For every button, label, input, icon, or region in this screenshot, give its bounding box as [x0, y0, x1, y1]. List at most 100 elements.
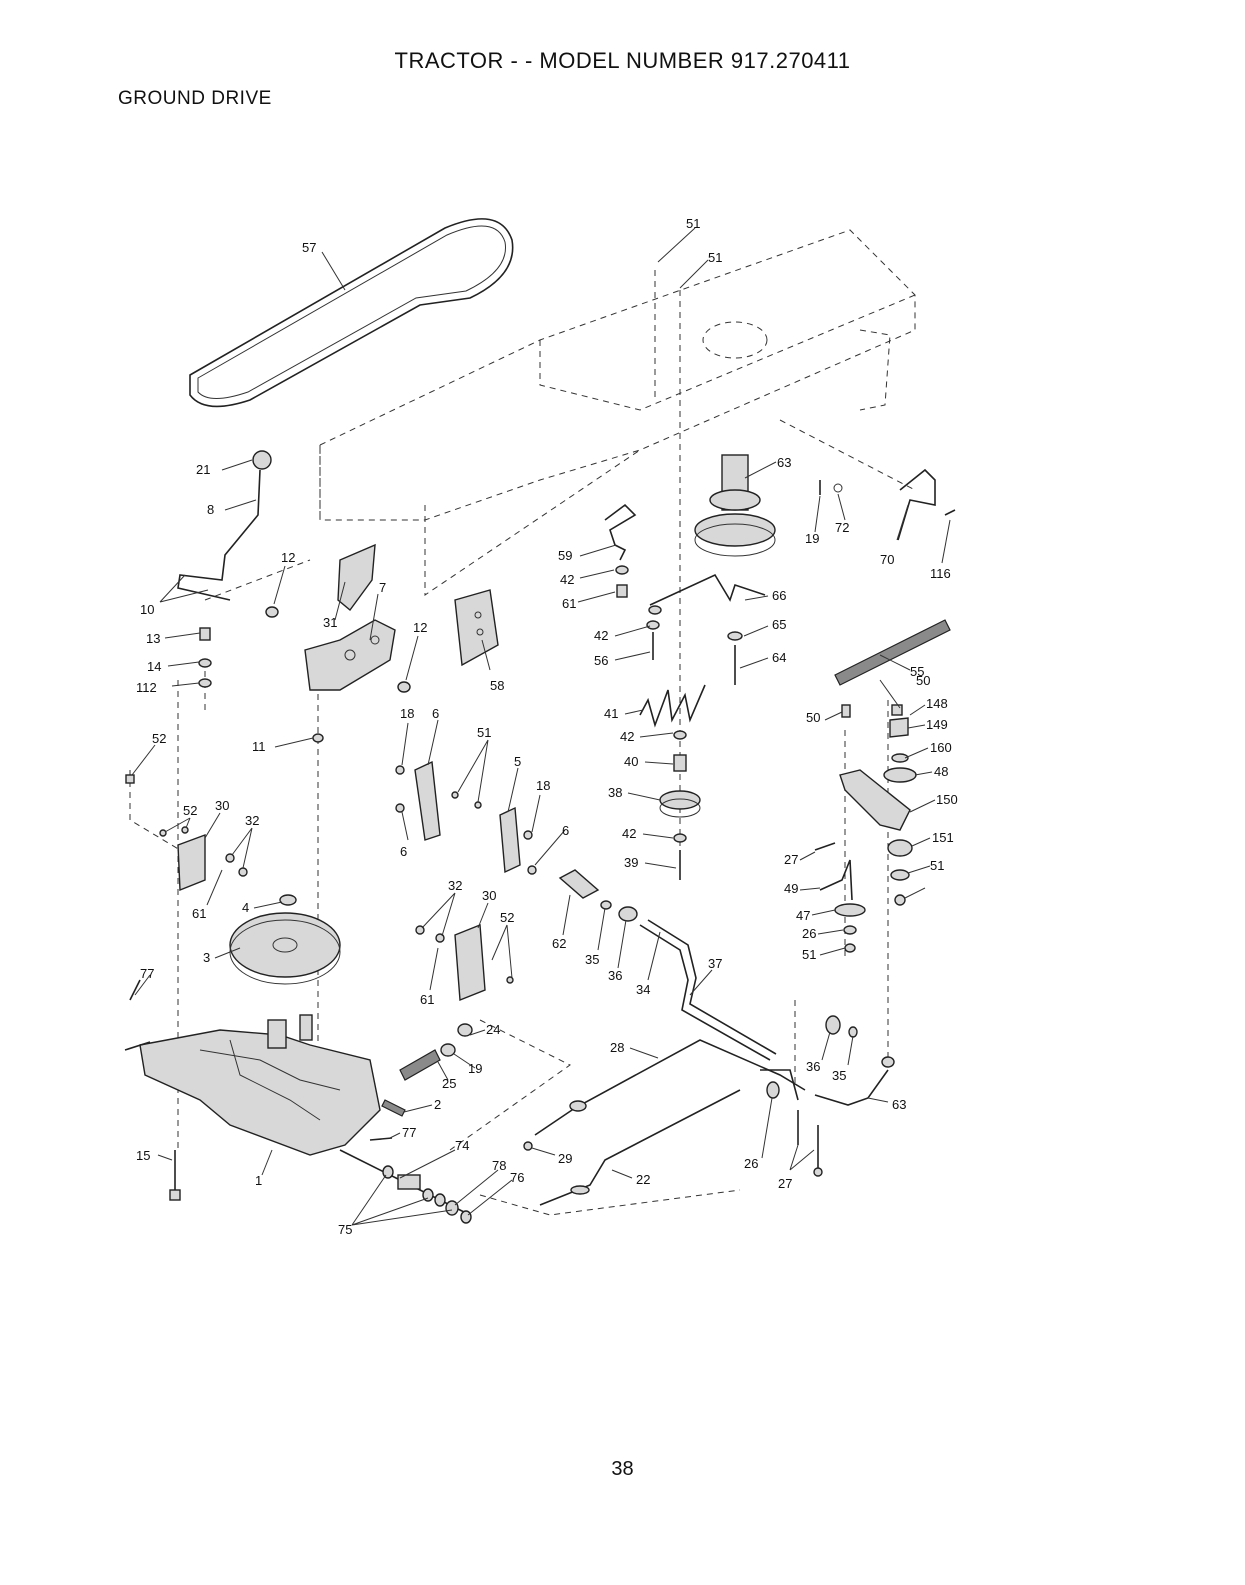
callout: 7 [379, 580, 386, 595]
callout: 36 [608, 968, 622, 983]
callout: 18 [400, 706, 414, 721]
callout: 22 [636, 1172, 650, 1187]
callout: 11 [252, 739, 266, 754]
washers-left [198, 606, 411, 743]
callout: 51 [802, 947, 816, 962]
callout: 61 [562, 596, 576, 611]
callout: 64 [772, 650, 786, 665]
callout: 150 [936, 792, 958, 807]
callout: 61 [192, 906, 206, 921]
callout: 56 [594, 653, 608, 668]
callout: 25 [442, 1076, 456, 1091]
callout: 52 [183, 803, 197, 818]
callout: 26 [802, 926, 816, 941]
callout: 6 [432, 706, 439, 721]
callout: 51 [708, 250, 722, 265]
callout: 78 [492, 1158, 506, 1173]
callout: 47 [796, 908, 810, 923]
callout: 6 [562, 823, 569, 838]
callout: 36 [806, 1059, 820, 1074]
callout: 40 [624, 754, 638, 769]
callout: 49 [784, 881, 798, 896]
callout: 63 [892, 1097, 906, 1112]
callout: 55 [910, 664, 924, 679]
callout: 5 [514, 754, 521, 769]
callout: 62 [552, 936, 566, 951]
center-stack [639, 684, 706, 880]
callout-labels: 57 51 51 21 8 12 10 13 14 112 31 7 12 58… [136, 216, 958, 1237]
callout: 32 [245, 813, 259, 828]
callout: 39 [624, 855, 638, 870]
callout: 51 [686, 216, 700, 231]
callout: 10 [140, 602, 154, 617]
callout: 57 [302, 240, 316, 255]
tractor-frame [319, 229, 916, 596]
transaxle-pulley [229, 894, 341, 985]
callout: 116 [930, 566, 951, 581]
callout: 42 [594, 628, 608, 643]
callout: 35 [832, 1068, 846, 1083]
callout: 37 [708, 956, 722, 971]
callout: 12 [413, 620, 427, 635]
callout: 151 [932, 830, 954, 845]
callout: 50 [806, 710, 820, 725]
callout: 13 [146, 631, 160, 646]
callout: 19 [805, 531, 819, 546]
callout: 41 [604, 706, 618, 721]
callout: 50 [916, 673, 930, 688]
callout: 1 [255, 1173, 262, 1188]
callout: 19 [468, 1061, 482, 1076]
callout: 112 [136, 680, 157, 695]
callout: 66 [772, 588, 786, 603]
brackets-upper [304, 543, 499, 691]
callout: 75 [338, 1222, 352, 1237]
callout: 30 [482, 888, 496, 903]
transaxle [124, 1014, 471, 1216]
callout: 4 [242, 900, 249, 915]
callout: 31 [323, 615, 337, 630]
callout: 77 [140, 966, 154, 981]
drive-rod [558, 869, 777, 1061]
guide-lines [129, 270, 889, 1216]
callout: 148 [926, 696, 948, 711]
callout: 51 [477, 725, 491, 740]
callout: 38 [608, 785, 622, 800]
callout: 34 [636, 982, 650, 997]
callout: 74 [455, 1138, 469, 1153]
callout: 28 [610, 1040, 624, 1055]
callout: 15 [136, 1148, 150, 1163]
callout: 27 [778, 1176, 792, 1191]
spindle-pulley [648, 454, 776, 685]
callout: 27 [784, 852, 798, 867]
callout: 70 [880, 552, 894, 567]
pivot-arm-right [814, 704, 917, 953]
callout: 52 [152, 731, 166, 746]
callout: 48 [934, 764, 948, 779]
callout: 18 [536, 778, 550, 793]
callout: 58 [490, 678, 504, 693]
callout: 32 [448, 878, 462, 893]
callout: 24 [486, 1022, 500, 1037]
springs-lower [129, 979, 473, 1141]
callout: 35 [585, 952, 599, 967]
spring-55 [834, 619, 951, 686]
callout: 21 [196, 462, 210, 477]
plate-left [125, 774, 248, 892]
callout: 76 [510, 1170, 524, 1185]
callout: 12 [281, 550, 295, 565]
callout: 30 [215, 798, 229, 813]
page-number: 38 [611, 1458, 634, 1480]
callout: 160 [930, 740, 952, 755]
axle-washers [382, 1165, 472, 1224]
callout: 149 [926, 717, 948, 732]
plates-center [395, 760, 537, 875]
callout: 77 [402, 1125, 416, 1140]
lower-rods [523, 1039, 806, 1206]
callout: 72 [835, 520, 849, 535]
callout: 52 [500, 910, 514, 925]
callout: 51 [930, 858, 944, 873]
leader-lines [131, 227, 951, 1226]
callout: 42 [620, 729, 634, 744]
right-lower-hardware [766, 1015, 895, 1177]
